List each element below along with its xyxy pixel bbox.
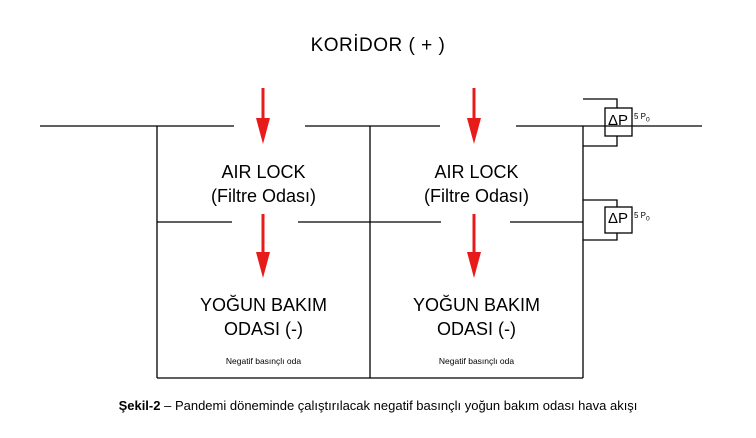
airlock-title: AIR LOCK <box>221 162 306 182</box>
airflow-arrow-head <box>256 252 270 278</box>
gauge-unit-2: 5 P0 <box>634 211 650 223</box>
icu-title: YOĞUN BAKIM <box>199 295 328 315</box>
pressure-gauge-1: ΔP <box>608 112 628 130</box>
gauge-unit: 5 P <box>634 112 647 121</box>
caption-text: – Pandemi döneminde çalıştırılacak negat… <box>160 398 638 413</box>
airlock-label-1: AIR LOCK (Filtre Odası) <box>157 160 370 208</box>
airlock-subtitle: (Filtre Odası) <box>210 186 316 206</box>
airlock-subtitle: (Filtre Odası) <box>423 186 529 206</box>
gauge-box <box>604 107 633 137</box>
corridor-label: KORİDOR ( + ) <box>310 35 446 56</box>
gauge-tubing <box>583 199 618 207</box>
gauge-tubing <box>583 98 618 108</box>
caption-prefix: Şekil-2 <box>118 398 161 413</box>
gauge-unit-sub: 0 <box>646 215 650 223</box>
airflow-arrow-head <box>467 252 481 278</box>
figure-caption: Şekil-2 – Pandemi döneminde çalıştırılac… <box>0 398 756 413</box>
gauge-unit: 5 P <box>634 211 647 220</box>
gauge-unit-sub: 0 <box>646 116 650 124</box>
icu-label-1: YOĞUN BAKIM ODASI (-) <box>157 293 370 341</box>
negative-pressure-note-1: Negatif basınçlı oda <box>225 356 302 366</box>
gauge-tubing <box>583 233 618 241</box>
airlock-label-2: AIR LOCK (Filtre Odası) <box>370 160 583 208</box>
icu-subtitle: ODASI (-) <box>437 319 516 339</box>
airflow-arrow-head <box>467 118 481 144</box>
gauge-tubing <box>583 136 618 147</box>
icu-title: YOĞUN BAKIM <box>412 295 541 315</box>
pressure-gauge-2: ΔP <box>608 210 628 228</box>
delta-p-symbol: ΔP <box>608 210 629 227</box>
icu-subtitle: ODASI (-) <box>224 319 303 339</box>
negative-pressure-note-2: Negatif basınçlı oda <box>438 356 515 366</box>
airlock-title: AIR LOCK <box>434 162 519 182</box>
airflow-arrow-head <box>256 118 270 144</box>
icu-label-2: YOĞUN BAKIM ODASI (-) <box>370 293 583 341</box>
delta-p-symbol: ΔP <box>608 112 629 129</box>
gauge-box <box>604 206 633 234</box>
gauge-unit-1: 5 P0 <box>634 112 650 124</box>
